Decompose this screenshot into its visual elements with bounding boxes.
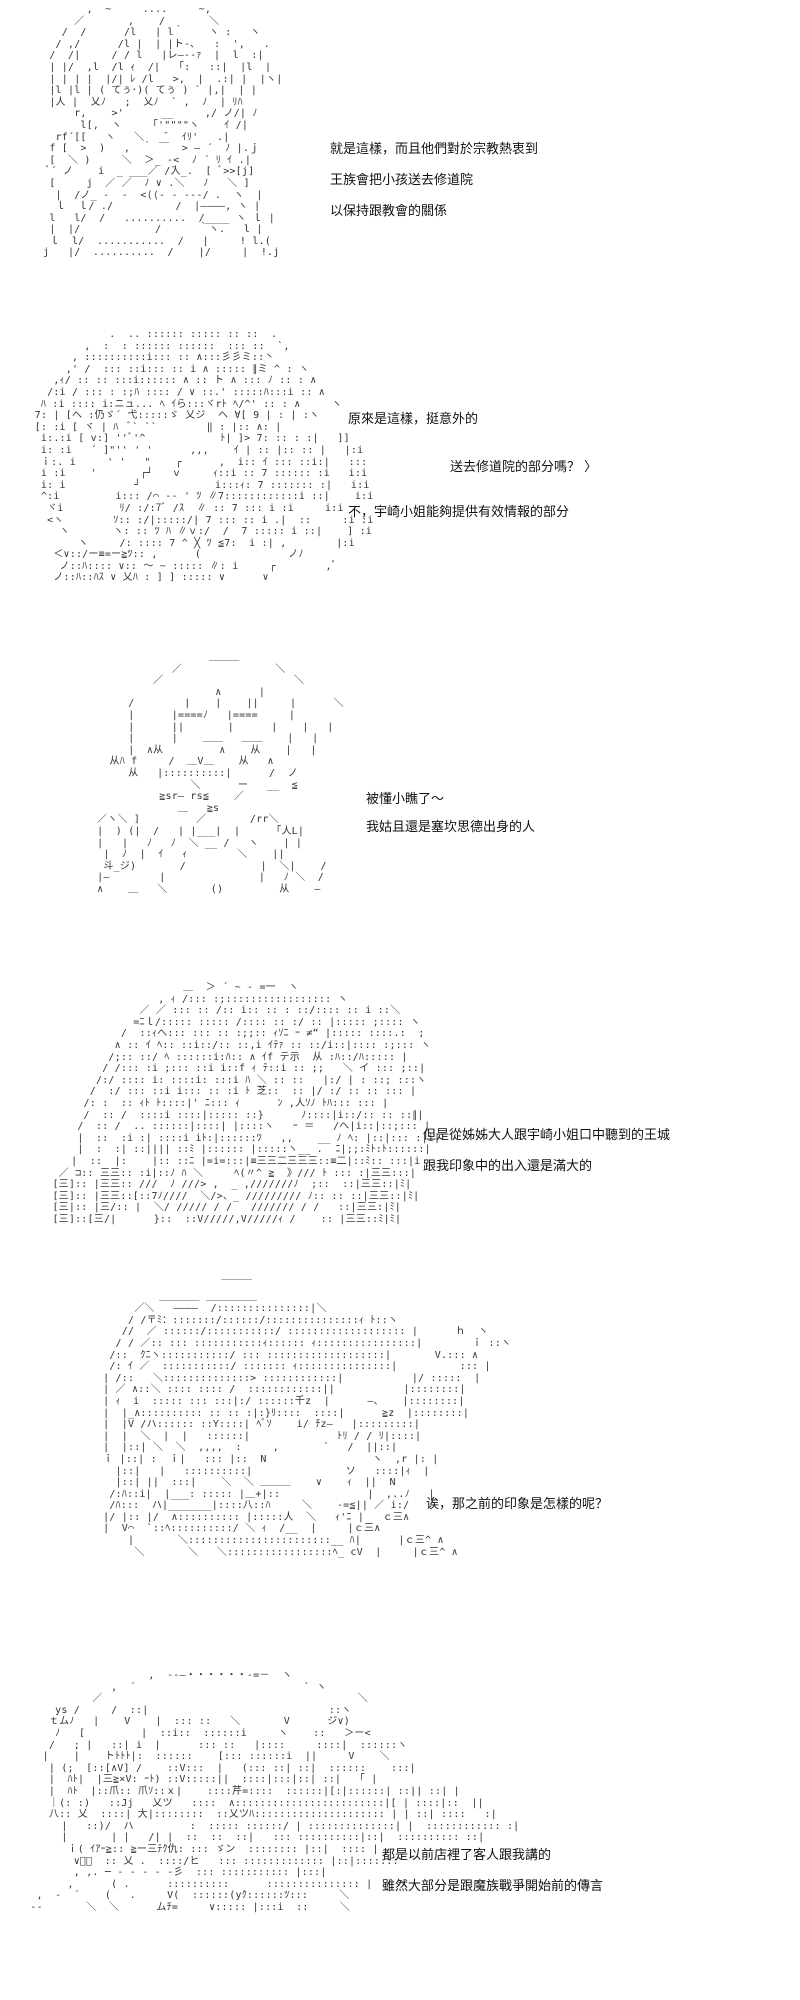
ascii-art-character-3: ＿＿＿ ／ ＼ ／ ＼ ∧ | / | | || | ＼ | |====ﾉ |=… <box>97 652 344 895</box>
dialogue-block-3: 被懂小瞧了～ 我姑且還是塞坎思德出身的人 <box>366 792 535 851</box>
dialogue-block-2c: 不，宇崎小姐能夠提供有效情報的部分 <box>348 505 569 536</box>
ascii-art-character-2: . .. :::::: ::::: :: :: . , : : :::::: :… <box>34 329 374 584</box>
dialogue-line: 但是從姊姊大人跟宇崎小姐口中聽到的王城 <box>423 1128 671 1143</box>
dialogue-block-6: 都是以前店裡了客人跟我講的 雖然大部分是跟魔族戰爭開始前的傳言 <box>382 1848 603 1910</box>
dialogue-line: 跟我印象中的出入還是滿大的 <box>423 1159 593 1174</box>
panel-3: ＿＿＿ ／ ＼ ／ ＼ ∧ | / | | || | ＼ | |====ﾉ |=… <box>0 648 800 968</box>
panel-4: ＿ ＞ ´ ~ ‐ =一 ヽ , ｨ /::: :;::::::::::::::… <box>0 980 800 1280</box>
dialogue-line: 雖然大部分是跟魔族戰爭開始前的傳言 <box>382 1879 604 1894</box>
dialogue-block-2b: 送去修道院的部分嗎？ 〉 <box>450 460 597 491</box>
dialogue-line: 都是以前店裡了客人跟我講的 <box>382 1848 552 1863</box>
dialogue-line: 就是這樣，而且他們對於宗教熱衷到 <box>330 142 539 157</box>
panel-2: . .. :::::: ::::: :: :: . , : : :::::: :… <box>0 325 800 645</box>
dialogue-line: 不，宇崎小姐能夠提供有效情報的部分 <box>348 505 570 520</box>
panel-6: , -‐―・・・・・・‐=－ ヽ , ´ ` ヽ ／ ＼ ys / / ::| … <box>0 1668 800 2000</box>
dialogue-block-4: 但是從姊姊大人跟宇崎小姐口中聽到的王城 跟我印象中的出入還是滿大的 <box>423 1128 670 1190</box>
dialogue-line: 被懂小瞧了～ <box>366 792 445 807</box>
ascii-art-character-5: ￣￣￣ ＿＿＿＿ ＿＿＿＿＿ ／＼ ―――― /:::::::::::::::|… <box>103 1280 512 1558</box>
ascii-art-character-4: ＿ ＞ ´ ~ ‐ =一 ヽ , ｨ /::: :;::::::::::::::… <box>52 982 441 1225</box>
ascii-art-character-1: , ~ .... ~, ／ , / ＼ / / /l | l｀ ヽ : ヽ / … <box>43 4 283 259</box>
dialogue-block-2: 原來是這樣，挺意外的 <box>348 412 478 443</box>
panel-1: , ~ .... ~, ／ , / ＼ / / /l | l｀ ヽ : ヽ / … <box>0 0 800 320</box>
dialogue-line: 送去修道院的部分嗎？ 〉 <box>450 460 598 475</box>
dialogue-block-1: 就是這樣，而且他們對於宗教熱衷到 王族會把小孩送去修道院 以保持跟教會的關係 <box>330 142 538 235</box>
panel-5: ￣￣￣ ＿＿＿＿ ＿＿＿＿＿ ／＼ ―――― /:::::::::::::::|… <box>0 1278 800 1658</box>
dialogue-line: 诶，那之前的印象是怎樣的呢？ <box>426 1497 609 1512</box>
dialogue-line: 我姑且還是塞坎思德出身的人 <box>366 820 536 835</box>
dialogue-line: 原來是這樣，挺意外的 <box>348 412 479 427</box>
dialogue-block-5: 诶，那之前的印象是怎樣的呢？ <box>426 1497 608 1528</box>
dialogue-line: 以保持跟教會的關係 <box>330 204 448 219</box>
dialogue-line: 王族會把小孩送去修道院 <box>330 173 474 188</box>
ascii-art-character-6: , -‐―・・・・・・‐=－ ヽ , ´ ` ヽ ／ ＼ ys / / ::| … <box>30 1670 520 1913</box>
